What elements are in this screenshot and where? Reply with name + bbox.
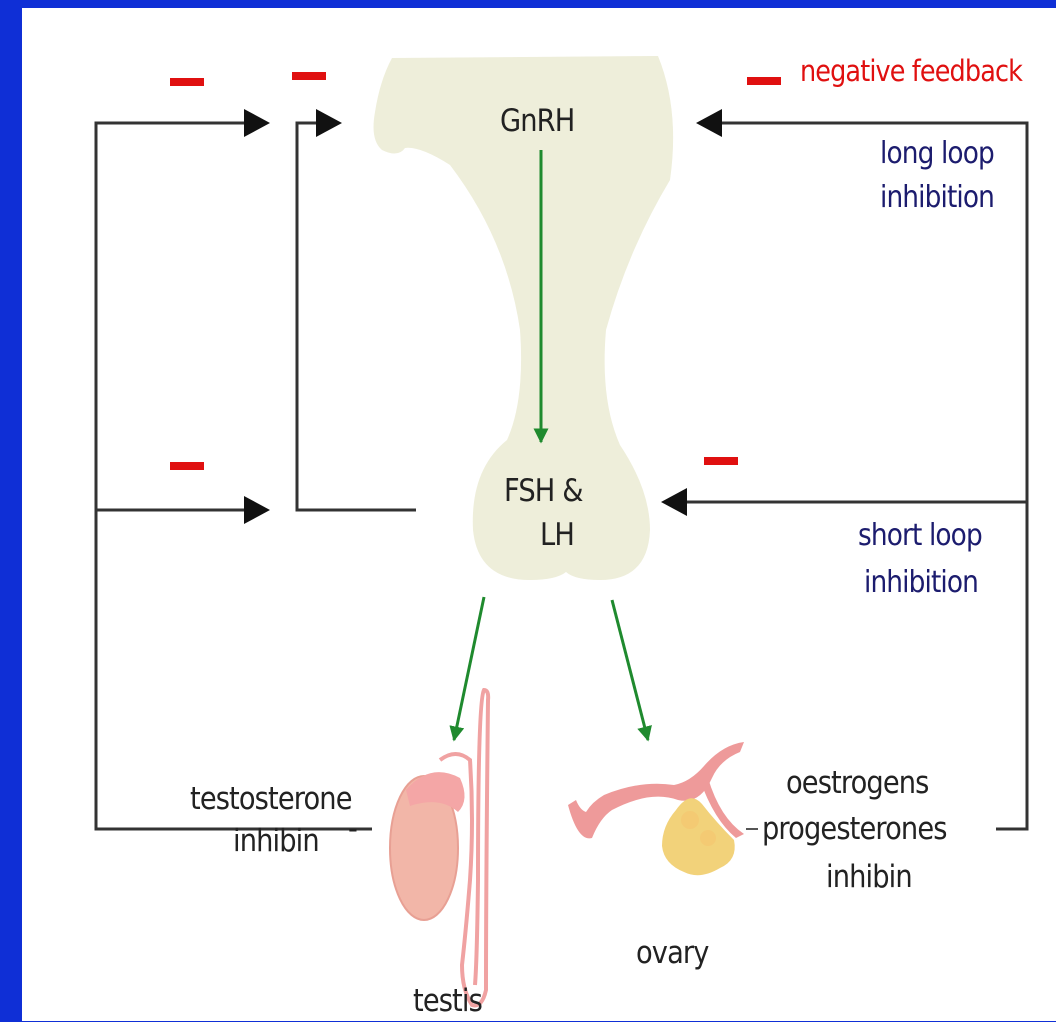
negative-mark [704,457,738,465]
negative-mark [292,72,326,80]
short-loop-label-line2: inhibition [864,563,978,603]
pituitary-to-hypothalamus-arrowhead [316,109,342,137]
ovary-illustration [568,742,744,875]
testis-illustration [390,690,488,1005]
pituitary-to-ovary-arrow [612,600,648,740]
testis-long-loop-arrowhead [244,109,270,137]
long-loop-label-line1: long loop [880,134,994,174]
testis-long-loop-line [96,123,372,829]
negative-mark [170,78,204,86]
ovary-long-loop-line [722,123,1027,829]
testis-short-loop-arrowhead [244,496,270,524]
ovary-hormone-line1: oestrogens [786,762,929,804]
ovary-short-loop-arrowhead [661,488,687,516]
short-loop-label-line1: short loop [858,516,982,556]
testis-hormone-line2: inhibin [233,820,319,862]
fsh-label: FSH & [504,470,583,512]
ovary-long-loop-arrowhead [696,109,722,137]
long-loop-label-line2: inhibition [880,178,994,218]
testis-hormone-line1: testosterone [190,778,352,820]
pituitary-to-hypothalamus-line [297,123,416,510]
legend-negative-feedback: negative feedback [800,53,1022,89]
testis-hormone-connector: - [348,808,357,850]
ovary-hormone-line3: inhibin [826,856,912,898]
lh-label: LH [540,514,574,556]
gnrh-label: GnRH [500,100,574,142]
negative-mark [170,462,204,470]
legend-negative-mark [747,77,781,85]
ovary-hormone-line2: progesterones [762,808,947,850]
ovary-label: ovary [636,932,709,974]
testis-label: testis [413,980,482,1022]
